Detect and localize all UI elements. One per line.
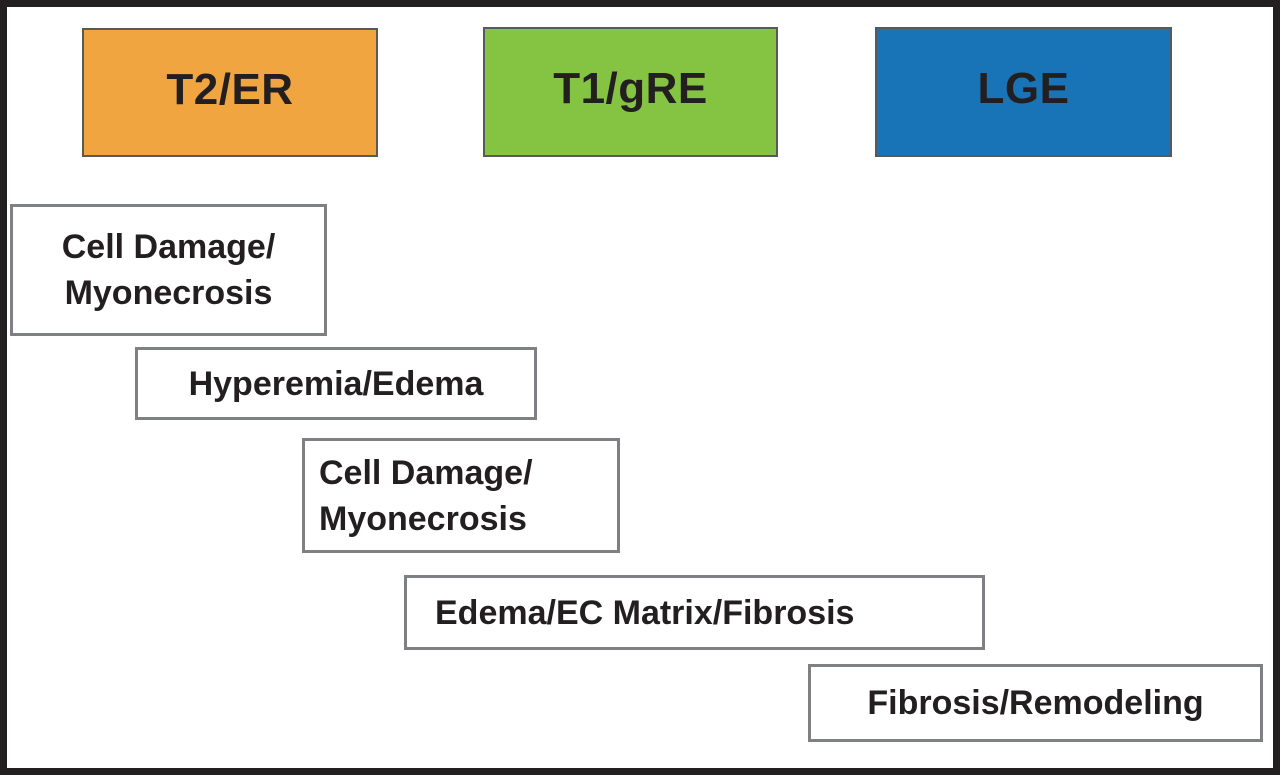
cascade-box-label-line: Hyperemia/Edema: [188, 364, 484, 403]
header-box-t1-gre-label: T1/gRE: [553, 64, 708, 113]
header-box-t2-er-label: T2/ER: [166, 64, 294, 114]
header-box-t1-gre: T1/gRE: [483, 27, 778, 157]
cascade-box-label-line: Myonecrosis: [64, 274, 273, 312]
header-box-t2-er: T2/ER: [82, 28, 378, 157]
cascade-box-edema-ec-matrix-fibrosis: Edema/EC Matrix/Fibrosis: [404, 575, 985, 650]
header-box-lge-label: LGE: [977, 64, 1070, 113]
cascade-box-cell-damage-myonecrosis-1: Cell Damage/ Myonecrosis: [10, 204, 327, 336]
cascade-box-label-line: Myonecrosis: [319, 499, 527, 538]
cascade-box-label-line: Cell Damage/: [61, 228, 276, 266]
header-box-lge: LGE: [875, 27, 1172, 157]
cascade-box-fibrosis-remodeling: Fibrosis/Remodeling: [808, 664, 1263, 742]
cascade-box-label-line: Cell Damage/: [319, 453, 533, 492]
cascade-box-label-line: Edema/EC Matrix/Fibrosis: [435, 593, 855, 632]
cascade-box-hyperemia-edema: Hyperemia/Edema: [135, 347, 537, 420]
cascade-box-cell-damage-myonecrosis-2: Cell Damage/ Myonecrosis: [302, 438, 620, 553]
cascade-box-label-line: Fibrosis/Remodeling: [867, 684, 1204, 722]
